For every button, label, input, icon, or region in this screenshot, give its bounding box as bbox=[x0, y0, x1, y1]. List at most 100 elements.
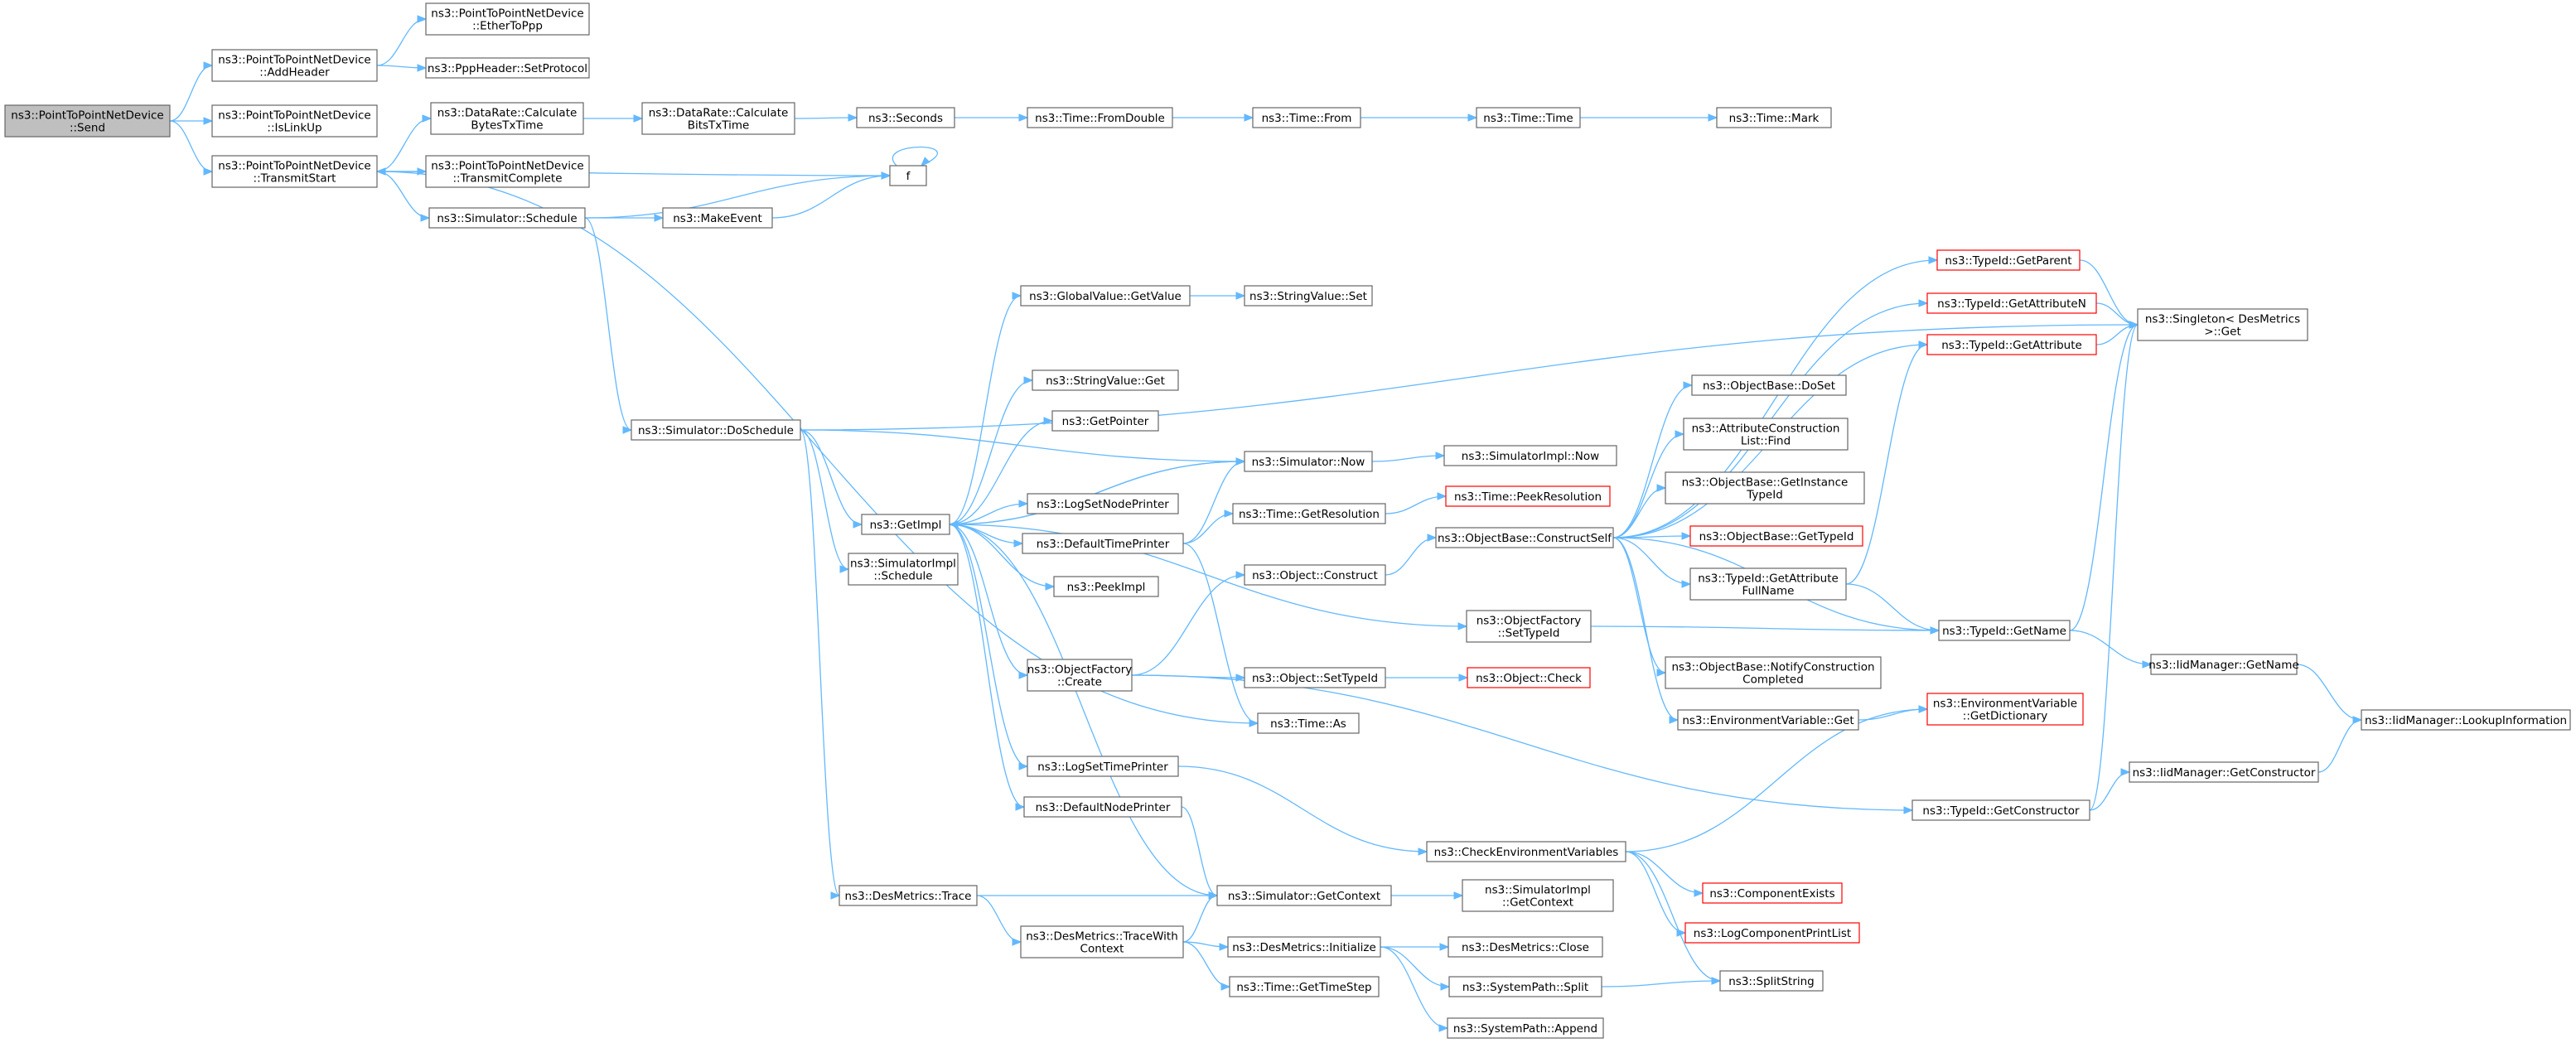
node-peekimpl[interactable]: ns3::PeekImpl bbox=[1053, 576, 1159, 597]
node-objfactorycreate[interactable]: ns3::ObjectFactory::Create bbox=[1027, 659, 1133, 692]
node-getparent[interactable]: ns3::TypeId::GetParent bbox=[1936, 249, 2081, 271]
node-lookupinfo[interactable]: ns3::IidManager::LookupInformation bbox=[2361, 709, 2571, 731]
node-label: ns3::PointToPointNetDevice bbox=[11, 109, 163, 123]
node-simimplschedule[interactable]: ns3::SimulatorImpl::Schedule bbox=[848, 553, 959, 586]
node-globalvalue[interactable]: ns3::GlobalValue::GetValue bbox=[1020, 285, 1191, 307]
edge-transmitstart-to-schedule bbox=[376, 171, 431, 222]
edge-line bbox=[1845, 583, 1940, 631]
node-logcompprintlist[interactable]: ns3::LogComponentPrintList bbox=[1684, 922, 1860, 944]
node-getresolution[interactable]: ns3::Time::GetResolution bbox=[1232, 503, 1386, 524]
node-peekresolution[interactable]: ns3::Time::PeekResolution bbox=[1445, 485, 1611, 507]
edge-calcbytes-to-calcbits bbox=[582, 114, 644, 123]
node-desinit[interactable]: ns3::DesMetrics::Initialize bbox=[1227, 936, 1381, 958]
node-defaulttimeprinter[interactable]: ns3::DefaultTimePrinter bbox=[1022, 533, 1184, 554]
edge-tracewithcontext-to-gettimestep bbox=[1182, 941, 1231, 991]
node-doschedule[interactable]: ns3::Simulator::DoSchedule bbox=[631, 419, 801, 441]
node-doset[interactable]: ns3::ObjectBase::DoSet bbox=[1691, 374, 1847, 396]
node-objcheck[interactable]: ns3::Object::Check bbox=[1467, 667, 1591, 688]
edge-line bbox=[949, 503, 1028, 525]
node-mark[interactable]: ns3::Time::Mark bbox=[1716, 107, 1832, 128]
node-time[interactable]: ns3::Time::Time bbox=[1476, 107, 1581, 128]
node-getattribute[interactable]: ns3::TypeId::GetAttribute bbox=[1926, 334, 2097, 355]
node-label: List::Find bbox=[1741, 435, 1791, 448]
edge-arrowhead bbox=[417, 64, 428, 72]
node-splitstring[interactable]: ns3::SplitString bbox=[1719, 970, 1824, 992]
node-makeevent[interactable]: ns3::MakeEvent bbox=[662, 207, 773, 229]
node-iidgetname[interactable]: ns3::IidManager::GetName bbox=[2148, 654, 2299, 675]
node-typeidgetname[interactable]: ns3::TypeId::GetName bbox=[1938, 620, 2071, 641]
node-label: ns3::PointToPointNetDevice bbox=[431, 160, 583, 173]
node-getimpl[interactable]: ns3::GetImpl bbox=[861, 514, 950, 535]
node-desclose[interactable]: ns3::DesMetrics::Close bbox=[1447, 936, 1603, 958]
node-box bbox=[889, 165, 927, 186]
node-transmitstart[interactable]: ns3::PointToPointNetDevice::TransmitStar… bbox=[211, 155, 378, 188]
edge-line bbox=[1182, 461, 1245, 544]
node-simimplnow[interactable]: ns3::SimulatorImpl::Now bbox=[1443, 445, 1617, 466]
node-checkenv[interactable]: ns3::CheckEnvironmentVariables bbox=[1426, 841, 1626, 862]
node-setprotocol[interactable]: ns3::PppHeader::SetProtocol bbox=[425, 57, 590, 79]
edge-arrowhead bbox=[203, 61, 214, 70]
node-timeas[interactable]: ns3::Time::As bbox=[1257, 712, 1360, 734]
node-objconstruct[interactable]: ns3::Object::Construct bbox=[1244, 564, 1386, 586]
edge-arrowhead bbox=[2142, 660, 2153, 669]
node-box bbox=[1447, 1017, 1604, 1039]
edge-line bbox=[1385, 495, 1447, 514]
node-split[interactable]: ns3::SystemPath::Split bbox=[1448, 976, 1602, 997]
node-logsetnodeprinter[interactable]: ns3::LogSetNodePrinter bbox=[1027, 493, 1179, 514]
node-transmitcomplete[interactable]: ns3::PointToPointNetDevice::TransmitComp… bbox=[425, 155, 590, 188]
node-box bbox=[1443, 445, 1617, 466]
node-islinkup[interactable]: ns3::PointToPointNetDevice::IsLinkUp bbox=[211, 104, 378, 138]
node-componentexists[interactable]: ns3::ComponentExists bbox=[1702, 882, 1843, 904]
node-envget[interactable]: ns3::EnvironmentVariable::Get bbox=[1677, 709, 1859, 731]
edge-line bbox=[1131, 674, 1913, 811]
node-append[interactable]: ns3::SystemPath::Append bbox=[1447, 1017, 1604, 1039]
node-constructself[interactable]: ns3::ObjectBase::ConstructSelf bbox=[1435, 527, 1614, 548]
edge-arrowhead bbox=[1013, 539, 1024, 548]
edge-defaulttimeprinter-to-timeas bbox=[1182, 543, 1259, 727]
node-ethertoppp[interactable]: ns3::PointToPointNetDevice::EtherToPpp bbox=[425, 2, 590, 36]
node-f[interactable]: f bbox=[889, 165, 927, 186]
node-label: ns3::TypeId::GetAttribute bbox=[1941, 339, 2082, 352]
node-simnow[interactable]: ns3::Simulator::Now bbox=[1244, 451, 1373, 472]
node-seconds[interactable]: ns3::Seconds bbox=[856, 107, 955, 128]
node-gettimestep[interactable]: ns3::Time::GetTimeStep bbox=[1229, 976, 1380, 997]
node-addheader[interactable]: ns3::PointToPointNetDevice::AddHeader bbox=[211, 49, 378, 82]
node-objsettypeid[interactable]: ns3::Object::SetTypeId bbox=[1244, 667, 1386, 688]
node-singletonget[interactable]: ns3::Singleton< DesMetrics >::Get bbox=[2137, 308, 2308, 341]
node-box bbox=[1020, 285, 1191, 307]
node-box bbox=[1677, 709, 1859, 731]
node-stringvalueset[interactable]: ns3::StringValue::Set bbox=[1244, 285, 1373, 307]
node-box bbox=[1027, 107, 1173, 128]
node-simgetcontext[interactable]: ns3::Simulator::GetContext bbox=[1216, 885, 1392, 906]
node-simimplgetcontext[interactable]: ns3::SimulatorImpl::GetContext bbox=[1462, 879, 1614, 912]
node-getdictionary[interactable]: ns3::EnvironmentVariable::GetDictionary bbox=[1926, 693, 2084, 726]
node-schedule[interactable]: ns3::Simulator::Schedule bbox=[428, 207, 586, 229]
edge-getresolution-to-peekresolution bbox=[1385, 492, 1447, 514]
node-fromdouble[interactable]: ns3::Time::FromDouble bbox=[1027, 107, 1173, 128]
node-iidgetconstructor[interactable]: ns3::IidManager::GetConstructor bbox=[2129, 761, 2319, 783]
node-getpointer[interactable]: ns3::GetPointer bbox=[1051, 410, 1159, 432]
node-typeidgetconstructor[interactable]: ns3::TypeId::GetConstructor bbox=[1911, 799, 2090, 821]
node-stringvalueget[interactable]: ns3::StringValue::Get bbox=[1032, 369, 1179, 391]
edge-line bbox=[584, 175, 891, 219]
node-objbasegettypeid[interactable]: ns3::ObjectBase::GetTypeId bbox=[1689, 525, 1863, 547]
node-destrace[interactable]: ns3::DesMetrics::Trace bbox=[839, 885, 978, 906]
edge-line bbox=[1625, 851, 1704, 894]
node-box bbox=[1244, 667, 1386, 688]
node-notifyconstruction[interactable]: ns3::ObjectBase::NotifyConstructionCompl… bbox=[1665, 656, 1882, 689]
node-label: ns3::GlobalValue::GetValue bbox=[1029, 290, 1182, 303]
edge-getimpl-to-globalvalue bbox=[949, 292, 1022, 525]
node-objfactorysettypeid[interactable]: ns3::ObjectFactory::SetTypeId bbox=[1466, 610, 1592, 643]
node-from[interactable]: ns3::Time::From bbox=[1252, 107, 1361, 128]
node-send[interactable]: ns3::PointToPointNetDevice::Send bbox=[4, 104, 171, 138]
node-getattributen[interactable]: ns3::TypeId::GetAttributeN bbox=[1926, 292, 2097, 314]
node-logsettimeprinter[interactable]: ns3::LogSetTimePrinter bbox=[1027, 756, 1179, 777]
node-defaultnodeprinter[interactable]: ns3::DefaultNodePrinter bbox=[1023, 796, 1182, 818]
edge-arrowhead bbox=[1437, 492, 1447, 500]
